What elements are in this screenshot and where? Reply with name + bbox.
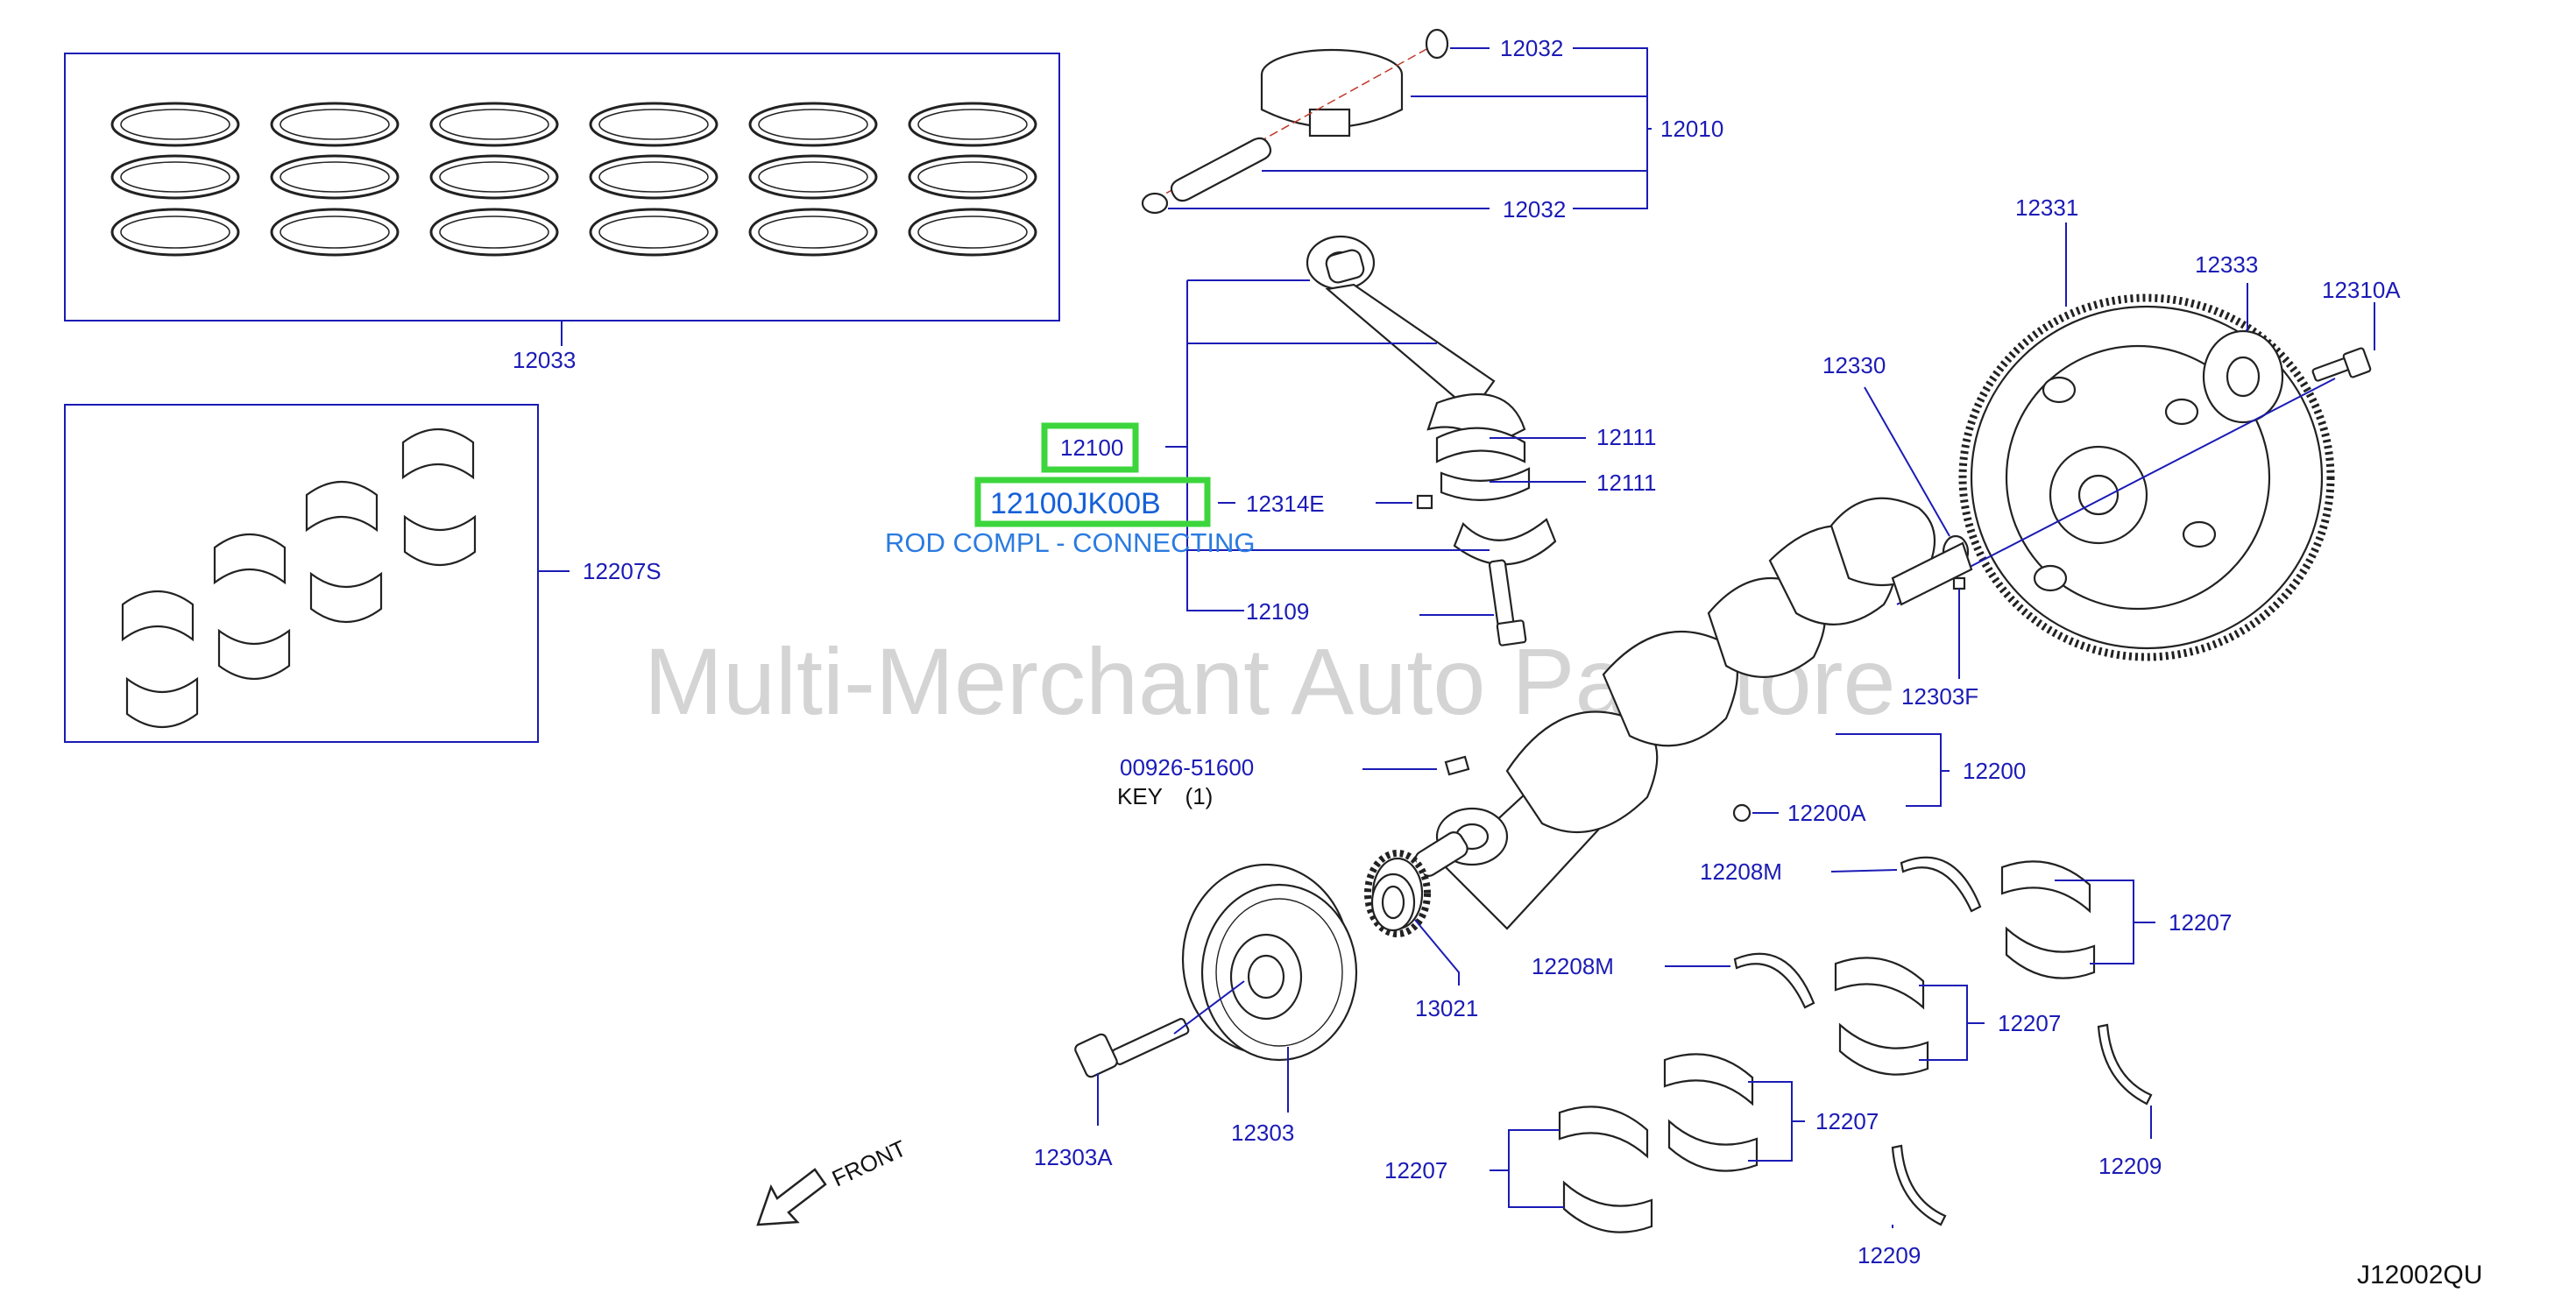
thrust-washer-2 [1733,952,1815,1009]
small-end-bushing [1325,249,1365,284]
main-bearing-box [64,404,539,743]
selected-ref-label[interactable]: 12100 [1060,435,1123,461]
callout-12303[interactable]: 12303 [1231,1120,1294,1146]
callout-12111-lower[interactable]: 12111 [1596,470,1656,496]
callout-12207S[interactable]: 12207S [583,558,662,584]
callout-12303A[interactable]: 12303A [1034,1144,1113,1170]
dowel-pin-icon [1952,576,1966,590]
callout-12200[interactable]: 12200 [1963,758,2026,784]
woodruff-key-icon [1444,755,1470,776]
thrust-washer-1 [1900,856,1982,913]
selected-part-description: ROD COMPL - CONNECTING [885,527,1256,558]
rod-bearing-upper [1435,427,1526,463]
callout-12209-right[interactable]: 12209 [2098,1153,2162,1179]
diagram-code: J12002QU [2357,1261,2482,1289]
callout-12209-bottom[interactable]: 12209 [1858,1242,1921,1268]
callout-12303F[interactable]: 12303F [1901,683,1978,710]
flywheel-bolt [2311,347,2372,382]
key-description: KEY (1) [1117,783,1213,809]
callout-12200A[interactable]: 12200A [1787,800,1866,826]
thrust-washer-4 [1891,1144,1947,1226]
front-label: FRONT [828,1134,910,1191]
piston-ring-sets [110,102,1037,257]
rod-bolt [1488,559,1527,646]
piston-pin [1170,137,1272,202]
callout-12207-a[interactable]: 12207 [2169,909,2232,936]
callout-12208M-upper[interactable]: 12208M [1700,858,1782,885]
callout-12207-c[interactable]: 12207 [1815,1108,1879,1134]
main-bearing-shells [121,427,477,729]
main-bearing-pair-4 [1558,1106,1653,1233]
main-bearing-pair-2 [1834,957,1929,1076]
callout-12032-top[interactable]: 12032 [1500,35,1563,61]
rod-bearing-lower [1440,467,1531,501]
flywheel-plate [2202,329,2284,424]
main-bearing-pair-3 [1663,1053,1759,1172]
callout-12331[interactable]: 12331 [2015,194,2078,221]
main-bearing-pair-1 [2000,860,2096,979]
selected-ref-highlight [1041,422,1139,473]
snap-ring-bottom-icon [1141,192,1169,215]
callout-00926-51600[interactable]: 00926-51600 [1120,754,1254,781]
callout-12310A[interactable]: 12310A [2322,277,2401,303]
callout-12330[interactable]: 12330 [1822,352,1886,378]
callout-13021[interactable]: 13021 [1415,995,1478,1021]
crank-sprocket [1364,850,1431,937]
crank-plug-icon [1732,803,1752,823]
thrust-washer-3 [2097,1023,2153,1106]
pulley-bolt [1074,1018,1190,1078]
callout-12207-b[interactable]: 12207 [1998,1010,2061,1036]
snap-ring-top-icon [1425,28,1449,60]
callout-12314E[interactable]: 12314E [1246,491,1325,517]
front-arrow-icon [756,1168,827,1226]
callout-12208M-lower[interactable]: 12208M [1532,953,1614,979]
crank-pulley [1181,863,1358,1062]
flywheel [1958,293,2335,661]
callout-12032-bottom[interactable]: 12032 [1503,196,1566,223]
callout-12111-upper[interactable]: 12111 [1596,424,1656,450]
callout-12033[interactable]: 12033 [513,347,576,373]
rod-pin-icon [1416,494,1433,510]
callout-12333[interactable]: 12333 [2195,251,2258,278]
callout-12109[interactable]: 12109 [1246,598,1309,625]
callout-12010[interactable]: 12010 [1660,116,1723,142]
crankshaft [1414,497,1973,930]
callout-12207-d[interactable]: 12207 [1384,1157,1447,1183]
selected-part-number[interactable]: 12100JK00B [990,487,1161,520]
rod-cap [1453,518,1557,566]
selected-part-number-highlight [974,477,1211,527]
